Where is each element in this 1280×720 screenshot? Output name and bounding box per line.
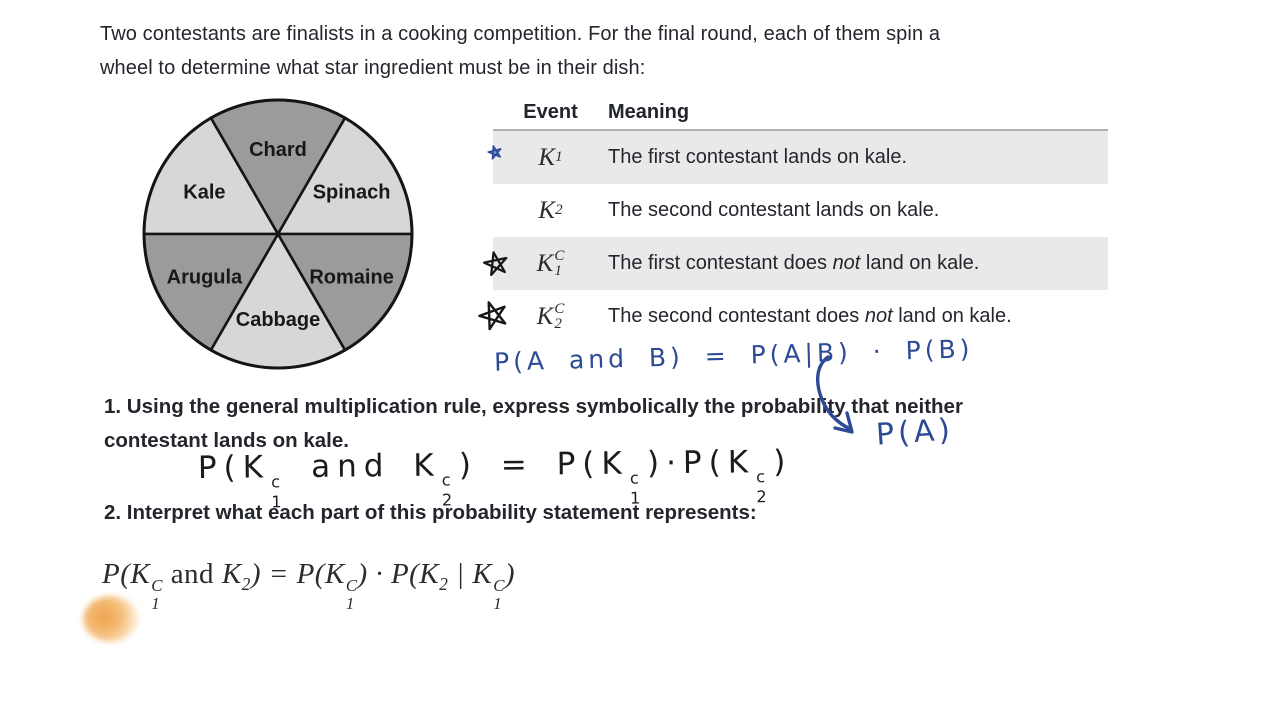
meaning-column-header: Meaning	[608, 101, 690, 123]
blue-curved-arrow-icon	[806, 352, 876, 447]
event-column-header: Event	[523, 101, 578, 123]
black-star-icon	[477, 299, 510, 332]
question-1: 1. Using the general multiplication rule…	[104, 390, 1084, 458]
question-1-line-1: 1. Using the general multiplication rule…	[104, 395, 963, 418]
question-2: 2. Interpret what each part of this prob…	[104, 501, 757, 524]
event-meaning-k2c: The second contestant does not land on k…	[608, 305, 1012, 327]
intro-paragraph: Two contestants are finalists in a cooki…	[100, 17, 1160, 85]
wheel-label-kale: Kale	[183, 182, 225, 204]
black-star-icon	[482, 250, 510, 278]
wheel-label-chard: Chard	[249, 139, 307, 161]
wheel-label-arugula: Arugula	[167, 267, 243, 289]
wheel-label-cabbage: Cabbage	[236, 309, 320, 331]
event-meaning-k2: The second contestant lands on kale.	[608, 199, 940, 221]
table-header-row: Event Meaning	[493, 96, 1108, 131]
blue-star-scribble-icon	[487, 144, 503, 161]
wheel-label-spinach: Spinach	[313, 182, 391, 204]
intro-line-2: wheel to determine what star ingredient …	[100, 57, 646, 79]
wheel-label-romaine: Romaine	[309, 267, 393, 289]
event-meaning-k1: The first contestant lands on kale.	[608, 146, 908, 168]
question-1-line-2: contestant lands on kale.	[104, 429, 349, 452]
event-meaning-k1c: The first contestant does not land on ka…	[608, 252, 980, 274]
intro-line-1: Two contestants are finalists in a cooki…	[100, 23, 941, 45]
wheel-outline	[142, 98, 414, 370]
orange-blob-artifact	[83, 596, 138, 642]
